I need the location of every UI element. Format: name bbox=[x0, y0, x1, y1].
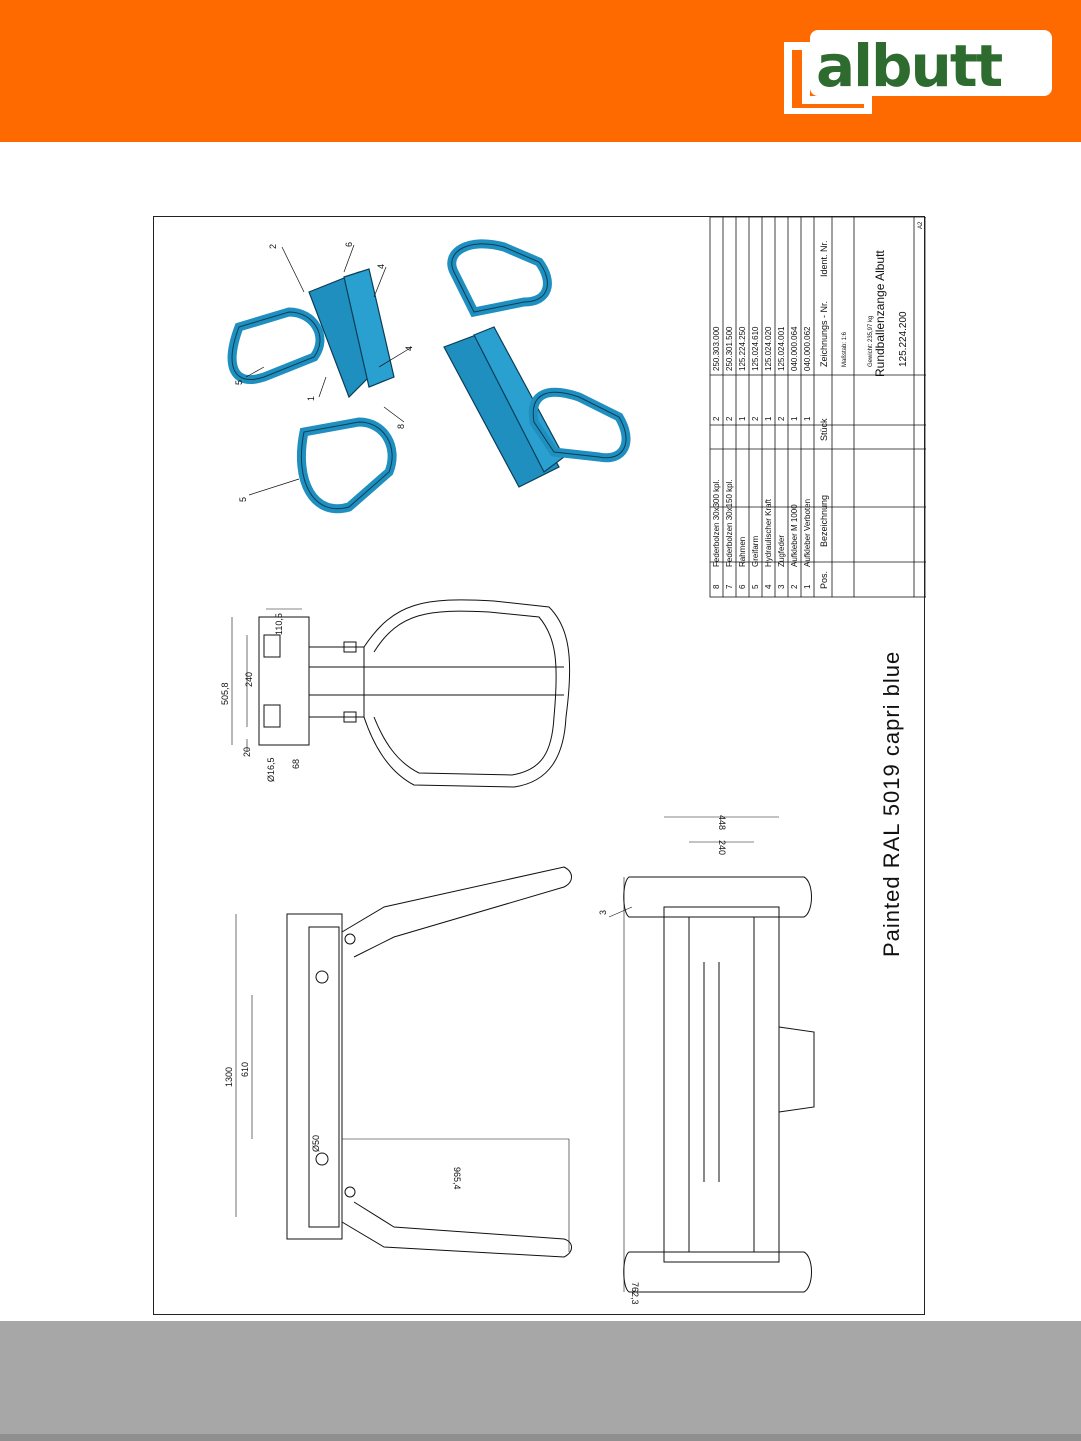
svg-text:1: 1 bbox=[803, 416, 812, 421]
dim-front-hole: Ø50 bbox=[311, 1135, 321, 1152]
scale-label: Maßstab: 1:6 bbox=[842, 331, 848, 367]
isometric-view bbox=[227, 239, 631, 514]
front-view bbox=[286, 866, 572, 1258]
svg-text:125.024.610: 125.024.610 bbox=[751, 326, 760, 371]
title-block bbox=[709, 217, 926, 598]
dim-side-inner: 240 bbox=[244, 672, 254, 687]
dim-front-reach: 965,4 bbox=[452, 1167, 462, 1190]
dim-plan-outer: 448 bbox=[717, 815, 727, 830]
svg-text:125.024.001: 125.024.001 bbox=[777, 326, 786, 371]
callout-4a: 4 bbox=[376, 264, 386, 269]
parts-list: 8 Federbolzen 30x300 kpl. 2 250.303.000 … bbox=[712, 221, 924, 589]
svg-text:Hydraulischer Kraft: Hydraulischer Kraft bbox=[764, 498, 773, 567]
plan-view bbox=[623, 876, 815, 1293]
svg-text:5: 5 bbox=[751, 584, 760, 589]
header-ident: Ident. Nr. bbox=[819, 240, 829, 277]
svg-text:Federbolzen 30x150 kpl.: Federbolzen 30x150 kpl. bbox=[725, 479, 734, 567]
header-drawing-no: Zeichnungs - Nr. bbox=[819, 301, 829, 367]
svg-text:Aufkleber Verboten: Aufkleber Verboten bbox=[803, 499, 812, 567]
svg-text:albutt: albutt bbox=[816, 32, 1003, 100]
weight-label: Gewicht: 235,97 kg bbox=[868, 316, 874, 367]
svg-text:Greifarm: Greifarm bbox=[751, 536, 760, 567]
callout-4b: 4 bbox=[404, 346, 414, 351]
callout-leaders bbox=[245, 244, 413, 496]
svg-text:2: 2 bbox=[751, 416, 760, 421]
svg-text:125.224.250: 125.224.250 bbox=[738, 326, 747, 371]
callout-labels: 2 6 4 5 1 4 8 5 bbox=[234, 242, 414, 502]
svg-text:040.000.064: 040.000.064 bbox=[790, 326, 799, 371]
svg-text:Federbolzen 30x300 kpl.: Federbolzen 30x300 kpl. bbox=[712, 479, 721, 567]
svg-text:Aufkleber M 1000: Aufkleber M 1000 bbox=[790, 504, 799, 567]
header-qty: Stück bbox=[819, 418, 829, 441]
footer-divider bbox=[0, 1434, 1081, 1441]
svg-text:7: 7 bbox=[725, 584, 734, 589]
svg-text:4: 4 bbox=[764, 584, 773, 589]
svg-text:2: 2 bbox=[725, 416, 734, 421]
callout-8: 8 bbox=[396, 424, 406, 429]
front-view-dimensions bbox=[235, 914, 570, 1252]
page-footer bbox=[0, 1321, 1081, 1441]
svg-text:1: 1 bbox=[764, 416, 773, 421]
svg-text:040.000.062: 040.000.062 bbox=[803, 326, 812, 371]
side-view-dimensions bbox=[231, 608, 302, 752]
callout-5a: 5 bbox=[234, 380, 244, 385]
callout-5b: 5 bbox=[238, 497, 248, 502]
page-header: albutt bbox=[0, 0, 1081, 142]
drawing-title: Rundballenzange Albutt bbox=[873, 250, 887, 377]
front-view-labels: 1300 610 Ø50 965,4 bbox=[224, 1062, 462, 1190]
part-8-row: 8 bbox=[712, 584, 721, 589]
dim-plan-inner: 240 bbox=[717, 840, 727, 855]
callout-2: 2 bbox=[268, 244, 278, 249]
callout-1: 1 bbox=[306, 396, 316, 401]
callout-6: 6 bbox=[344, 242, 354, 247]
svg-text:1: 1 bbox=[803, 584, 812, 589]
svg-text:2: 2 bbox=[712, 416, 721, 421]
side-view bbox=[258, 599, 571, 788]
svg-text:2: 2 bbox=[777, 416, 786, 421]
svg-text:Zugfeder: Zugfeder bbox=[777, 535, 786, 567]
callout-3: 3 bbox=[598, 910, 608, 915]
header-pos: Pos. bbox=[819, 571, 829, 589]
technical-drawing-sheet: 2 6 4 5 1 4 8 5 bbox=[153, 216, 926, 1315]
svg-text:250.303.000: 250.303.000 bbox=[712, 326, 721, 371]
side-view-labels: 505,8 240 110,5 20 68 Ø16,5 bbox=[220, 613, 301, 782]
dim-side-small-b: 68 bbox=[291, 759, 301, 769]
dim-plan-length: 762,3 bbox=[630, 1282, 640, 1305]
dim-side-hole: Ø16,5 bbox=[266, 757, 276, 782]
drawing-number: 125.224.200 bbox=[898, 311, 909, 367]
drawing-canvas: 2 6 4 5 1 4 8 5 bbox=[220, 217, 926, 1305]
paint-note: Painted RAL 5019 capri blue bbox=[879, 651, 904, 957]
svg-text:250.301.500: 250.301.500 bbox=[725, 326, 734, 371]
sheet-label: A2 bbox=[918, 221, 924, 229]
dim-front-length: 1300 bbox=[224, 1067, 234, 1087]
plan-view-labels: 448 240 762,3 3 bbox=[598, 815, 727, 1305]
svg-text:2: 2 bbox=[790, 584, 799, 589]
svg-text:Rahmen: Rahmen bbox=[738, 537, 747, 567]
header-designation: Bezeichnung bbox=[819, 495, 829, 547]
dim-side-top: 110,5 bbox=[274, 613, 284, 635]
plan-view-dimensions bbox=[608, 816, 779, 1292]
svg-text:1: 1 bbox=[738, 416, 747, 421]
dim-front-pitch: 610 bbox=[240, 1062, 250, 1077]
albutt-logo: albutt bbox=[784, 30, 1052, 114]
svg-text:125.024.020: 125.024.020 bbox=[764, 326, 773, 371]
dim-side-width: 505,8 bbox=[220, 682, 230, 705]
svg-text:6: 6 bbox=[738, 584, 747, 589]
svg-text:3: 3 bbox=[777, 584, 786, 589]
svg-text:1: 1 bbox=[790, 416, 799, 421]
dim-side-small-a: 20 bbox=[242, 747, 252, 757]
